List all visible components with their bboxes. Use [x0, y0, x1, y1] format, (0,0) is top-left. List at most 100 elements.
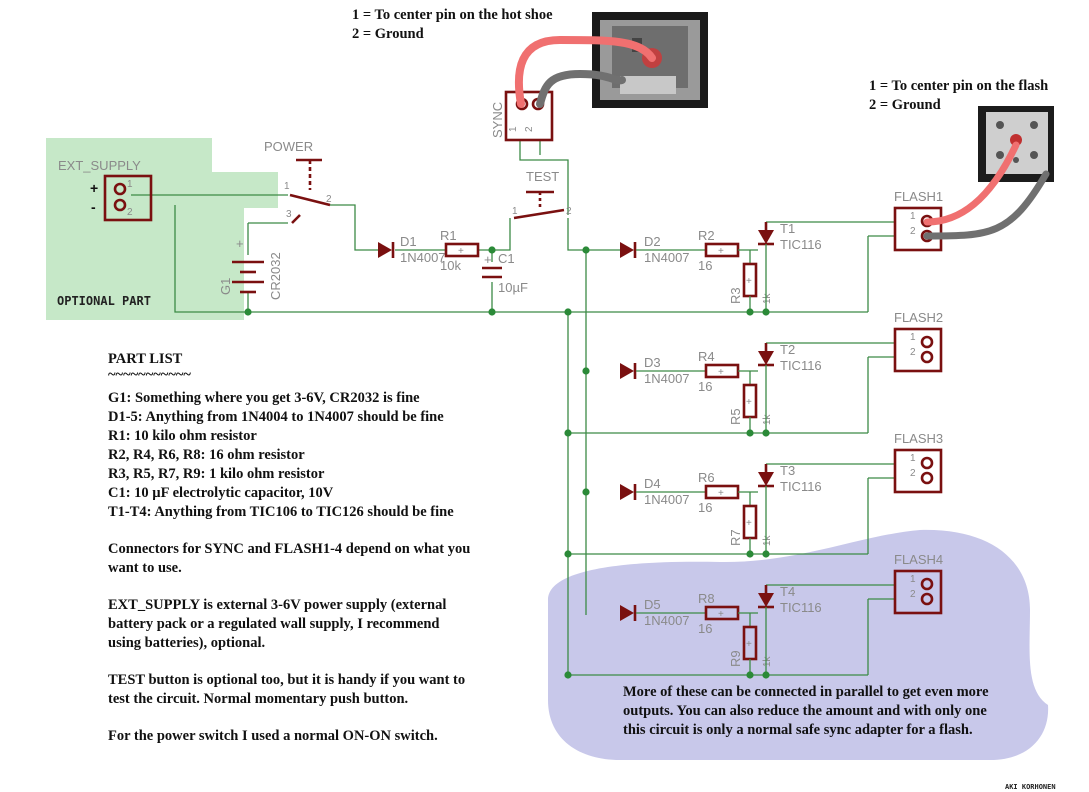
diode-label: D3: [644, 355, 661, 370]
part-list-item: R3, R5, R7, R9: 1 kilo ohm resistor: [108, 466, 325, 482]
diode-label: D4: [644, 476, 661, 491]
sync-label: SYNC: [490, 102, 505, 138]
flash-pin-note-1: 1 = To center pin on the flash: [869, 78, 1049, 94]
junction-dot: [746, 429, 754, 437]
flash1-cable-red: [923, 141, 1020, 226]
flash-pin-note: 1 = To center pin on the flash 2 = Groun…: [869, 77, 1048, 115]
junction-dot: [564, 550, 572, 558]
svg-text:+: +: [458, 246, 464, 257]
power-switch: [289, 158, 331, 224]
r1-value: 10k: [440, 258, 461, 273]
gate-resistor-value: 1k: [762, 655, 773, 667]
part-list-underline: ~~~~~~~~~~~: [108, 367, 191, 383]
thyristor-label: T3: [780, 463, 795, 478]
sync-cable-gray: [536, 69, 626, 108]
junction-dots: [244, 246, 770, 679]
power-label: POWER: [264, 139, 313, 154]
junction-dot: [564, 671, 572, 679]
g1-label: G1: [218, 278, 233, 295]
flash-pin-note-2: 2 = Ground: [869, 97, 941, 113]
junction-dot: [746, 550, 754, 558]
svg-text:1: 1: [127, 179, 133, 190]
ext-plus-label: +: [90, 180, 98, 196]
test-note: TEST button is optional too, but it is h…: [108, 672, 466, 688]
junction-dot: [564, 429, 572, 437]
ext-supply-note: battery pack or a regulated wall supply,…: [108, 616, 440, 632]
part-list-title: PART LIST: [108, 351, 183, 367]
wires: [131, 140, 895, 676]
junction-dot: [762, 550, 770, 558]
part-list-item: R1: 10 kilo ohm resistor: [108, 428, 257, 444]
junction-dot: [488, 308, 496, 316]
svg-text:1: 1: [910, 453, 916, 464]
thyristor-label: T2: [780, 342, 795, 357]
diode-value: 1N4007: [644, 250, 690, 265]
ext-supply-label: EXT_SUPPLY: [58, 158, 141, 173]
resistor-value: 16: [698, 621, 712, 636]
junction-dot: [762, 308, 770, 316]
resistor-value: 16: [698, 500, 712, 515]
resistor-label: R4: [698, 349, 715, 364]
thyristor-label: T4: [780, 584, 795, 599]
thyristor-value: TIC116: [780, 479, 822, 494]
ext-supply-note: EXT_SUPPLY is external 3-6V power supply…: [108, 597, 447, 613]
signature: AKI KORHONEN: [1005, 783, 1056, 791]
resistor-r1: [444, 242, 480, 258]
resistor-value: 16: [698, 258, 712, 273]
svg-text:+: +: [718, 488, 724, 499]
sync-connector: [504, 90, 554, 142]
flash-connector-4: [893, 569, 943, 615]
diode-value: 1N4007: [644, 371, 690, 386]
gate-resistor-value: 1k: [762, 413, 773, 425]
junction-dot: [746, 671, 754, 679]
junction-dot: [244, 308, 252, 316]
gate-resistor-label: R3: [728, 287, 743, 304]
svg-text:2: 2: [566, 206, 572, 217]
junction-dot: [488, 246, 496, 254]
diode-value: 1N4007: [644, 613, 690, 628]
parallel-note-line: this circuit is only a normal safe sync …: [623, 722, 973, 738]
gate-resistor-value: 1k: [762, 292, 773, 304]
flash-label: FLASH4: [894, 552, 943, 567]
svg-text:2: 2: [910, 468, 916, 479]
capacitor-c1: [482, 266, 502, 279]
diode-d4: [620, 484, 634, 500]
test-label: TEST: [526, 169, 559, 184]
part-list: PART LIST ~~~~~~~~~~~ G1: Something wher…: [108, 350, 470, 746]
diode-d1: [378, 242, 395, 258]
power-switch-note: For the power switch I used a normal ON-…: [108, 728, 438, 744]
test-note: test the circuit. Normal momentary push …: [108, 691, 409, 707]
junction-dot: [762, 671, 770, 679]
thyristor-value: TIC116: [780, 237, 822, 252]
svg-text:+: +: [746, 518, 752, 529]
junction-dot: [762, 429, 770, 437]
sync-cable-red: [514, 35, 656, 108]
svg-text:1: 1: [512, 206, 518, 217]
svg-text:1: 1: [910, 211, 916, 222]
svg-text:1: 1: [910, 574, 916, 585]
hotshoe-pin-note: 1 = To center pin on the hot shoe 2 = Gr…: [352, 6, 553, 44]
parallel-note-line: outputs. You can also reduce the amount …: [623, 703, 987, 719]
svg-text:+: +: [236, 236, 244, 251]
optional-part-label: OPTIONAL PART: [57, 294, 151, 308]
diode-value: 1N4007: [644, 492, 690, 507]
hotshoe-pin-note-2: 2 = Ground: [352, 26, 424, 42]
svg-text:+: +: [746, 276, 752, 287]
parallel-note: More of these can be connected in parall…: [623, 683, 989, 740]
svg-text:2: 2: [910, 589, 916, 600]
junction-dot: [746, 308, 754, 316]
flash-label: FLASH3: [894, 431, 943, 446]
flash-label: FLASH1: [894, 189, 943, 204]
part-list-item: D1-5: Anything from 1N4004 to 1N4007 sho…: [108, 409, 444, 425]
svg-text:1: 1: [284, 181, 290, 192]
diode-d5: [620, 605, 634, 621]
test-button: [513, 190, 565, 220]
gate-resistor-label: R9: [728, 650, 743, 667]
junction-dot: [582, 488, 590, 496]
svg-text:+: +: [746, 397, 752, 408]
thyristor-label: T1: [780, 221, 795, 236]
flash-connector-2: [893, 327, 943, 373]
